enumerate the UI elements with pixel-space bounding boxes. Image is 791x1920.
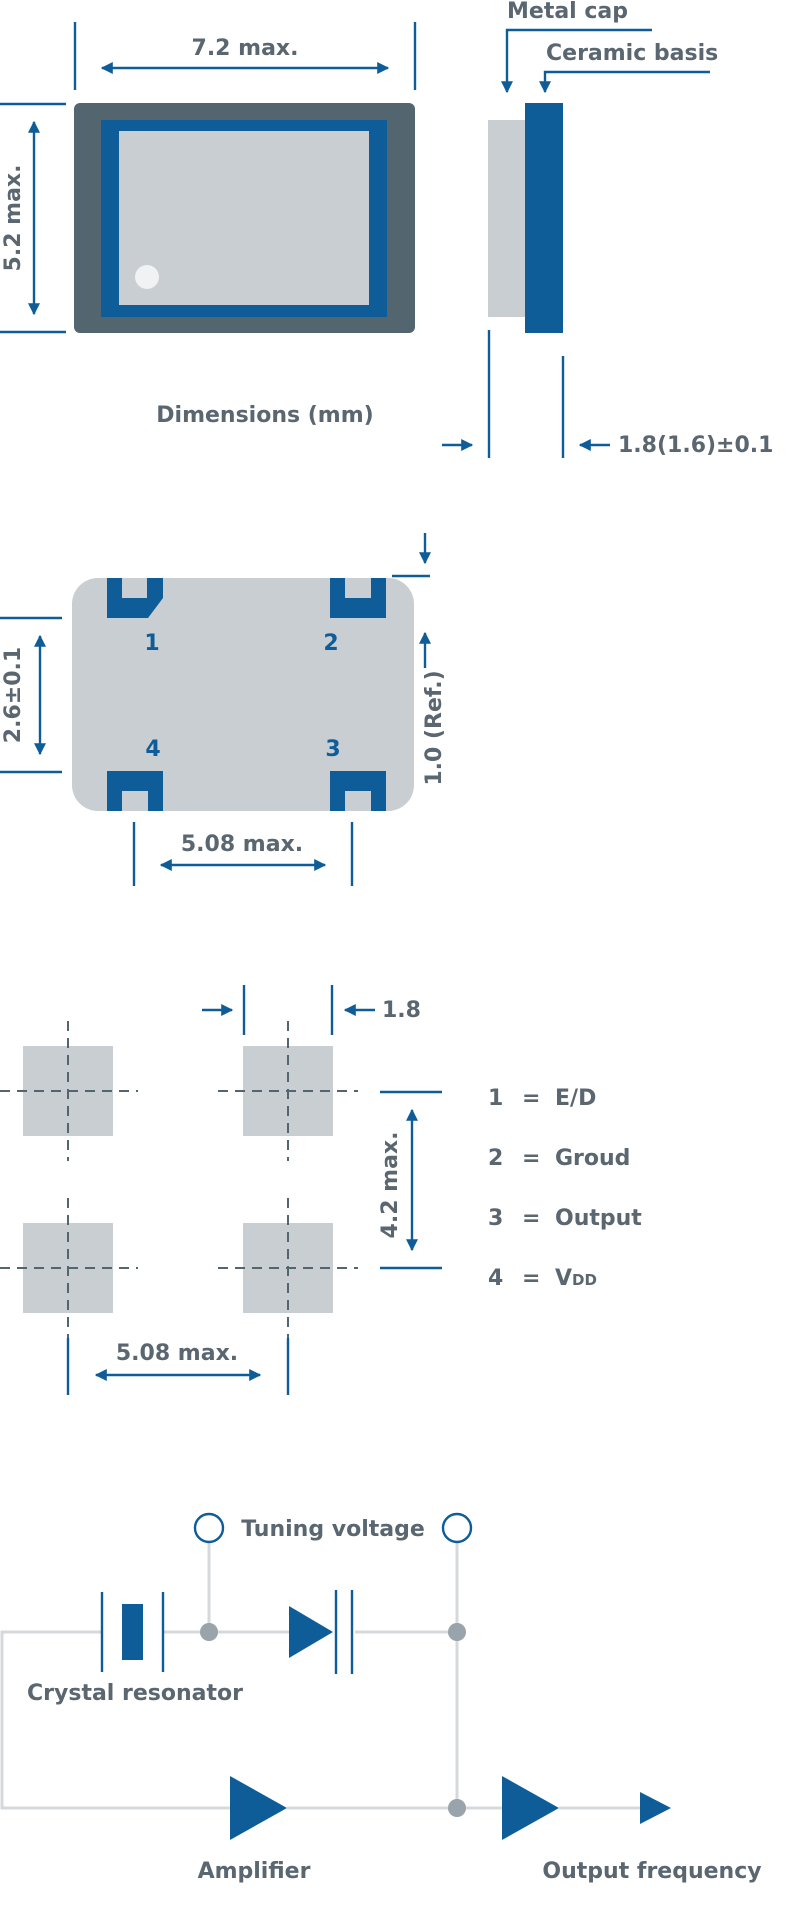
thickness-label: 1.8(1.6)±0.1 bbox=[618, 433, 773, 458]
pin-label-2: 2 bbox=[323, 631, 338, 656]
pad-4-notch bbox=[122, 791, 148, 811]
width-label: 7.2 max. bbox=[192, 36, 299, 61]
ceramic-basis-leader bbox=[539, 70, 710, 94]
output-arrow-icon bbox=[640, 1792, 671, 1824]
ceramic-basis-label: Ceramic basis bbox=[546, 41, 718, 66]
package-metal-lid bbox=[119, 131, 369, 305]
metal-cap-leader bbox=[501, 28, 652, 94]
varactor-diode-symbol bbox=[289, 1590, 354, 1674]
legend-row-3-eq: = bbox=[522, 1206, 540, 1231]
pin-label-3: 3 bbox=[325, 737, 340, 762]
crystal-resonator-label: Crystal resonator bbox=[27, 1681, 243, 1706]
legend-row-2-num: 2 bbox=[488, 1146, 503, 1171]
pin-label-1: 1 bbox=[144, 631, 159, 656]
pitch-v-label: 2.6±0.1 bbox=[1, 647, 26, 743]
node-diode-right bbox=[448, 1623, 466, 1641]
legend-row-1-name: E/D bbox=[555, 1086, 596, 1111]
amplifier-symbol bbox=[230, 1776, 287, 1840]
bottom-view: 1 2 3 4 2.6±0.1 1.0 (Ref.) 5.08 max. bbox=[0, 533, 447, 886]
legend-row-2-eq: = bbox=[522, 1146, 540, 1171]
package-view: 7.2 max. 5.2 max. Metal cap Ceramic basi… bbox=[0, 0, 773, 458]
amplifier-label: Amplifier bbox=[198, 1859, 311, 1884]
tuning-terminal-left bbox=[193, 1512, 225, 1544]
tuning-terminal-right bbox=[441, 1512, 473, 1544]
ceramic-basis-side bbox=[525, 103, 563, 333]
pad-ref-label: 1.0 (Ref.) bbox=[422, 670, 447, 785]
footprint-centerlines bbox=[0, 1021, 358, 1338]
bottom-view-body bbox=[72, 578, 414, 811]
legend-row-4-eq: = bbox=[522, 1266, 540, 1291]
legend-vdd-v: V bbox=[555, 1266, 572, 1291]
legend-row-1-eq: = bbox=[522, 1086, 540, 1111]
output-frequency-label: Output frequency bbox=[542, 1859, 761, 1884]
height-label: 5.2 max. bbox=[1, 165, 26, 272]
oscillator-circuit: Tuning voltage Crystal resonator Amplifi… bbox=[0, 1512, 762, 1884]
legend-row-1-num: 1 bbox=[488, 1086, 503, 1111]
legend-vdd-sub: DD bbox=[572, 1271, 597, 1289]
pad-1-notch bbox=[122, 578, 147, 598]
legend-row-4-num: 4 bbox=[488, 1266, 503, 1291]
tuning-voltage-label: Tuning voltage bbox=[241, 1517, 425, 1542]
metal-cap-label: Metal cap bbox=[507, 0, 628, 24]
dimensions-caption: Dimensions (mm) bbox=[156, 403, 373, 428]
pad-2-notch bbox=[345, 578, 371, 598]
pin-legend: 1 = E/D 2 = Groud 3 = Output 4 = VDD bbox=[488, 1086, 642, 1291]
circuit-wires bbox=[0, 1540, 640, 1810]
node-amplifier-out bbox=[448, 1799, 466, 1817]
vertical-label: 4.2 max. bbox=[378, 1132, 403, 1239]
crystal-resonator-symbol bbox=[100, 1592, 165, 1672]
legend-row-3-name: Output bbox=[555, 1206, 642, 1231]
legend-row-4-name: VDD bbox=[555, 1266, 597, 1291]
metal-cap-side bbox=[488, 120, 525, 317]
pad-3-notch bbox=[345, 791, 371, 811]
footprint: 1.8 4.2 max. 5.08 max. 1 = E/D 2 = Groud… bbox=[0, 985, 642, 1395]
node-crystal-diode bbox=[200, 1623, 218, 1641]
pitch-h-label: 5.08 max. bbox=[181, 832, 303, 857]
legend-row-2-name: Groud bbox=[555, 1146, 630, 1171]
pin-label-4: 4 bbox=[145, 737, 160, 762]
output-buffer-symbol bbox=[502, 1776, 559, 1840]
pin1-marker-dot bbox=[135, 265, 159, 289]
pad-width-label: 1.8 bbox=[382, 998, 421, 1023]
horizontal-label: 5.08 max. bbox=[116, 1341, 238, 1366]
legend-row-3-num: 3 bbox=[488, 1206, 503, 1231]
